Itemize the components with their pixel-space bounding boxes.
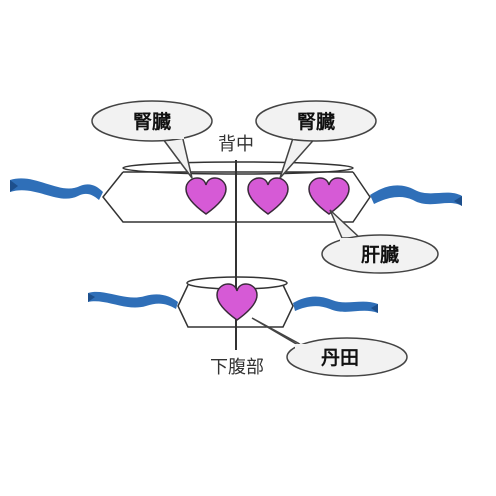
label-lower-abdomen: 下腹部	[210, 357, 264, 378]
label-liver: 肝臓	[361, 244, 399, 266]
heart-icon-right	[308, 177, 350, 215]
label-kidney-right: 腎臓	[297, 111, 335, 133]
speech-bubble-kidney-right: 腎臓	[255, 100, 377, 179]
heart-icon-lower	[216, 283, 258, 321]
upper-band	[102, 161, 371, 223]
speech-bubble-dantian: 丹田	[251, 317, 408, 377]
ribbon-icon-left-lower	[88, 291, 178, 309]
heart-icon-center	[247, 177, 289, 215]
label-kidney-left: 腎臓	[133, 111, 171, 133]
ribbon-icon-right-lower	[293, 296, 378, 313]
speech-bubble-liver: 肝臓	[321, 209, 439, 274]
heart-icon-left	[185, 177, 227, 215]
ribbon-icon-left-upper	[10, 178, 103, 200]
speech-bubble-kidney-left: 腎臓	[91, 100, 213, 179]
label-dantian: 丹田	[321, 347, 359, 369]
label-back: 背中	[218, 134, 254, 155]
ribbon-icon-right-upper	[370, 185, 462, 206]
